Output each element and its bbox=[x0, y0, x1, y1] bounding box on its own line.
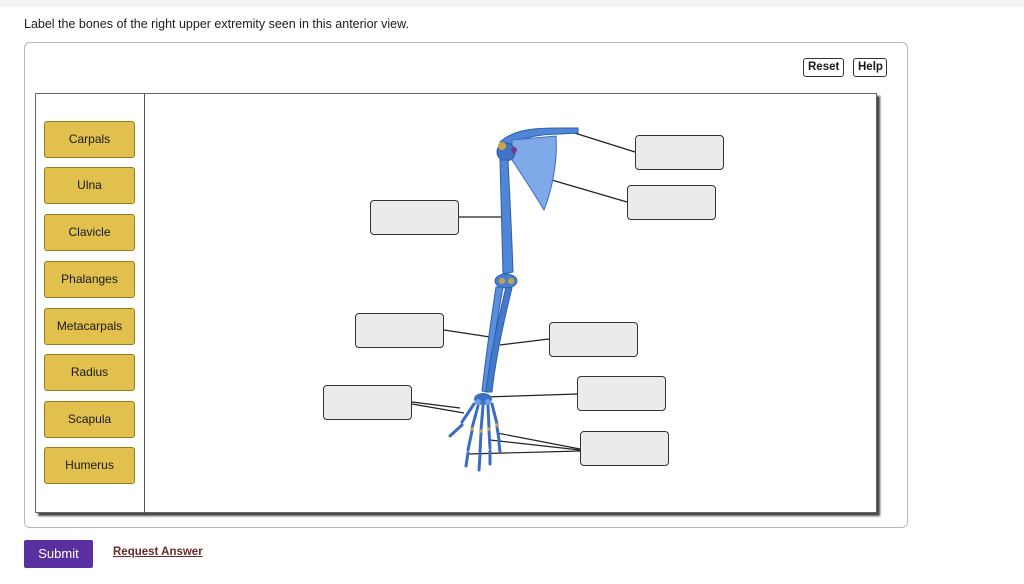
submit-button[interactable]: Submit bbox=[24, 540, 93, 568]
request-answer-link[interactable]: Request Answer bbox=[113, 546, 203, 558]
drop-target-humerus[interactable] bbox=[370, 200, 459, 235]
help-button[interactable]: Help bbox=[853, 58, 887, 77]
label-chip-ulna[interactable]: Ulna bbox=[44, 167, 135, 204]
bone-illustration bbox=[448, 127, 579, 472]
labeling-area bbox=[35, 93, 877, 513]
label-chip-scapula[interactable]: Scapula bbox=[44, 401, 135, 438]
label-chip-clavicle[interactable]: Clavicle bbox=[44, 214, 135, 251]
drop-target-radius[interactable] bbox=[549, 322, 638, 357]
label-chip-radius[interactable]: Radius bbox=[44, 354, 135, 391]
drop-target-scapula-top[interactable] bbox=[635, 135, 724, 170]
drop-target-scapula-body[interactable] bbox=[627, 185, 716, 220]
label-chip-phalanges[interactable]: Phalanges bbox=[44, 261, 135, 298]
label-bank bbox=[35, 93, 145, 513]
label-chip-humerus[interactable]: Humerus bbox=[44, 447, 135, 484]
label-chip-carpals[interactable]: Carpals bbox=[44, 121, 135, 158]
label-chip-metacarpals[interactable]: Metacarpals bbox=[44, 308, 135, 345]
top-bar bbox=[0, 0, 1024, 7]
drop-target-phalanges[interactable] bbox=[580, 431, 669, 466]
drop-target-metacarpals[interactable] bbox=[577, 376, 666, 411]
drop-target-carpals[interactable] bbox=[323, 385, 412, 420]
drop-target-ulna[interactable] bbox=[355, 313, 444, 348]
leader-lines bbox=[411, 129, 636, 455]
question-text: Label the bones of the right upper extre… bbox=[24, 17, 409, 31]
reset-button[interactable]: Reset bbox=[803, 58, 844, 77]
